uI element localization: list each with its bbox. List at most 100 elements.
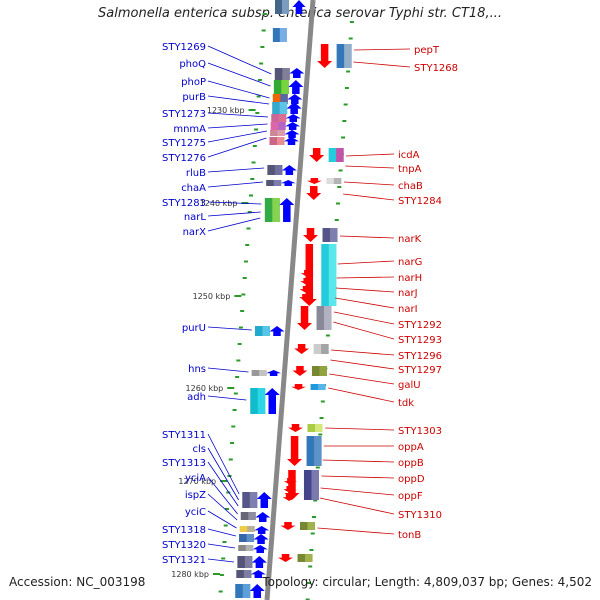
reverse-feature-box (344, 44, 352, 68)
forward-feature-box (276, 137, 285, 145)
reverse-gene-label[interactable]: oppF (398, 491, 423, 502)
forward-gene-arrow (289, 68, 305, 78)
forward-gene-label[interactable]: purU (182, 323, 206, 334)
reverse-gene-arrow (317, 44, 333, 68)
forward-gene-label[interactable]: adh (187, 392, 206, 403)
forward-gene-arrow (250, 570, 266, 578)
forward-gene-label[interactable]: yciA (185, 473, 206, 484)
reverse-gene-label[interactable]: STY1310 (398, 510, 442, 521)
forward-feature-box (274, 165, 283, 175)
reverse-gene-label[interactable]: tonB (398, 530, 421, 541)
reverse-gene-label[interactable]: STY1268 (414, 63, 458, 74)
forward-feature-box (273, 180, 282, 186)
reverse-gene-arrow (284, 470, 300, 500)
forward-gene-arrow (285, 122, 301, 130)
kbp-label: 1230 kbp (207, 106, 245, 115)
forward-gene-label[interactable]: STY1320 (162, 540, 206, 551)
forward-gene-label[interactable]: STY1276 (162, 153, 206, 164)
forward-gene-arrow (264, 388, 280, 414)
reverse-gene-label[interactable]: galU (398, 380, 421, 391)
forward-gene-label[interactable]: STY1275 (162, 138, 206, 149)
reverse-gene-arrow (297, 306, 313, 330)
gene-leader-line (207, 528, 237, 537)
reverse-gene-label[interactable]: narG (398, 257, 422, 268)
forward-gene-label[interactable]: ispZ (185, 490, 206, 501)
forward-gene-label[interactable]: mnmA (173, 124, 206, 135)
reverse-gene-label[interactable]: tnpA (398, 164, 422, 175)
reverse-gene-label[interactable]: STY1284 (398, 196, 442, 207)
gene-leader-line (335, 297, 395, 309)
reverse-gene-label[interactable]: oppB (398, 458, 424, 469)
reverse-gene-label[interactable]: pepT (414, 45, 440, 56)
gene-leader-line (207, 130, 268, 143)
forward-gene-label[interactable]: STY1318 (162, 525, 206, 536)
forward-gene-label[interactable]: chaA (181, 183, 206, 194)
forward-feature-box (272, 198, 280, 222)
gene-leader-line (329, 373, 395, 385)
gene-leader-line (354, 48, 411, 51)
sequence-backbone (264, 0, 316, 600)
reverse-gene-label[interactable]: icdA (398, 150, 420, 161)
reverse-gene-label[interactable]: tdk (398, 398, 414, 409)
forward-feature-box (257, 388, 266, 414)
reverse-gene-label[interactable]: STY1292 (398, 320, 442, 331)
forward-gene-label[interactable]: STY1283 (162, 198, 206, 209)
gene-leader-line (337, 260, 395, 265)
forward-gene-label[interactable]: narL (184, 212, 207, 223)
kbp-label: 1240 kbp (200, 199, 238, 208)
reverse-gene-label[interactable]: chaB (398, 181, 423, 192)
gene-leader-line (207, 326, 252, 331)
forward-gene-arrow (284, 137, 298, 144)
reverse-feature-box (319, 366, 327, 376)
forward-gene-label[interactable]: rluB (186, 168, 206, 179)
forward-gene-arrow (253, 534, 269, 544)
reverse-gene-label[interactable]: narJ (398, 288, 418, 299)
reverse-gene-arrow (283, 478, 297, 485)
forward-gene-label[interactable]: STY1311 (162, 430, 206, 441)
gene-leader-line (207, 123, 268, 129)
gene-leader-line (344, 181, 395, 186)
forward-gene-arrow (285, 114, 301, 122)
gene-leader-line (207, 367, 249, 373)
forward-gene-label[interactable]: STY1273 (162, 109, 206, 120)
reverse-gene-arrow (287, 436, 303, 466)
reverse-gene-label[interactable]: STY1296 (398, 351, 442, 362)
forward-gene-label[interactable]: phoQ (179, 59, 206, 70)
reverse-gene-label[interactable]: narI (398, 304, 418, 315)
forward-gene-arrow (287, 94, 303, 104)
gene-leader-line (330, 359, 395, 370)
gene-leader-line (207, 112, 269, 118)
forward-gene-label[interactable]: yciC (185, 507, 206, 518)
forward-gene-arrow (254, 526, 270, 534)
forward-feature-box (280, 94, 288, 104)
reverse-gene-label[interactable]: STY1297 (398, 365, 442, 376)
gene-leader-line (319, 497, 395, 515)
reverse-feature-box (318, 384, 326, 390)
forward-gene-label[interactable]: purB (182, 92, 206, 103)
reverse-gene-label[interactable]: narK (398, 234, 422, 245)
reverse-gene-label[interactable]: oppA (398, 442, 424, 453)
reverse-gene-arrow (298, 294, 312, 301)
forward-feature-box (248, 512, 256, 520)
forward-gene-label[interactable]: phoP (181, 77, 206, 88)
reverse-gene-arrow (309, 148, 325, 162)
kbp-label: 1280 kbp (171, 570, 209, 579)
reverse-gene-label[interactable]: narH (398, 273, 422, 284)
reverse-gene-arrow (280, 522, 296, 530)
gene-leader-line (321, 475, 395, 479)
gene-leader-line (207, 558, 234, 563)
forward-gene-arrow (279, 198, 295, 222)
forward-gene-label[interactable]: hns (188, 364, 206, 375)
reverse-gene-label[interactable]: STY1303 (398, 426, 442, 437)
forward-gene-label[interactable]: STY1269 (162, 42, 206, 53)
forward-gene-label[interactable]: narX (183, 227, 207, 238)
gene-leader-line (207, 433, 240, 495)
forward-gene-label[interactable]: STY1321 (162, 555, 206, 566)
forward-gene-label[interactable]: STY1313 (162, 458, 206, 469)
reverse-gene-label[interactable]: oppD (398, 474, 425, 485)
reverse-gene-label[interactable]: STY1293 (398, 335, 442, 346)
forward-gene-label[interactable]: cls (193, 444, 207, 455)
forward-feature-box (279, 28, 287, 42)
forward-gene-arrow (286, 102, 302, 114)
